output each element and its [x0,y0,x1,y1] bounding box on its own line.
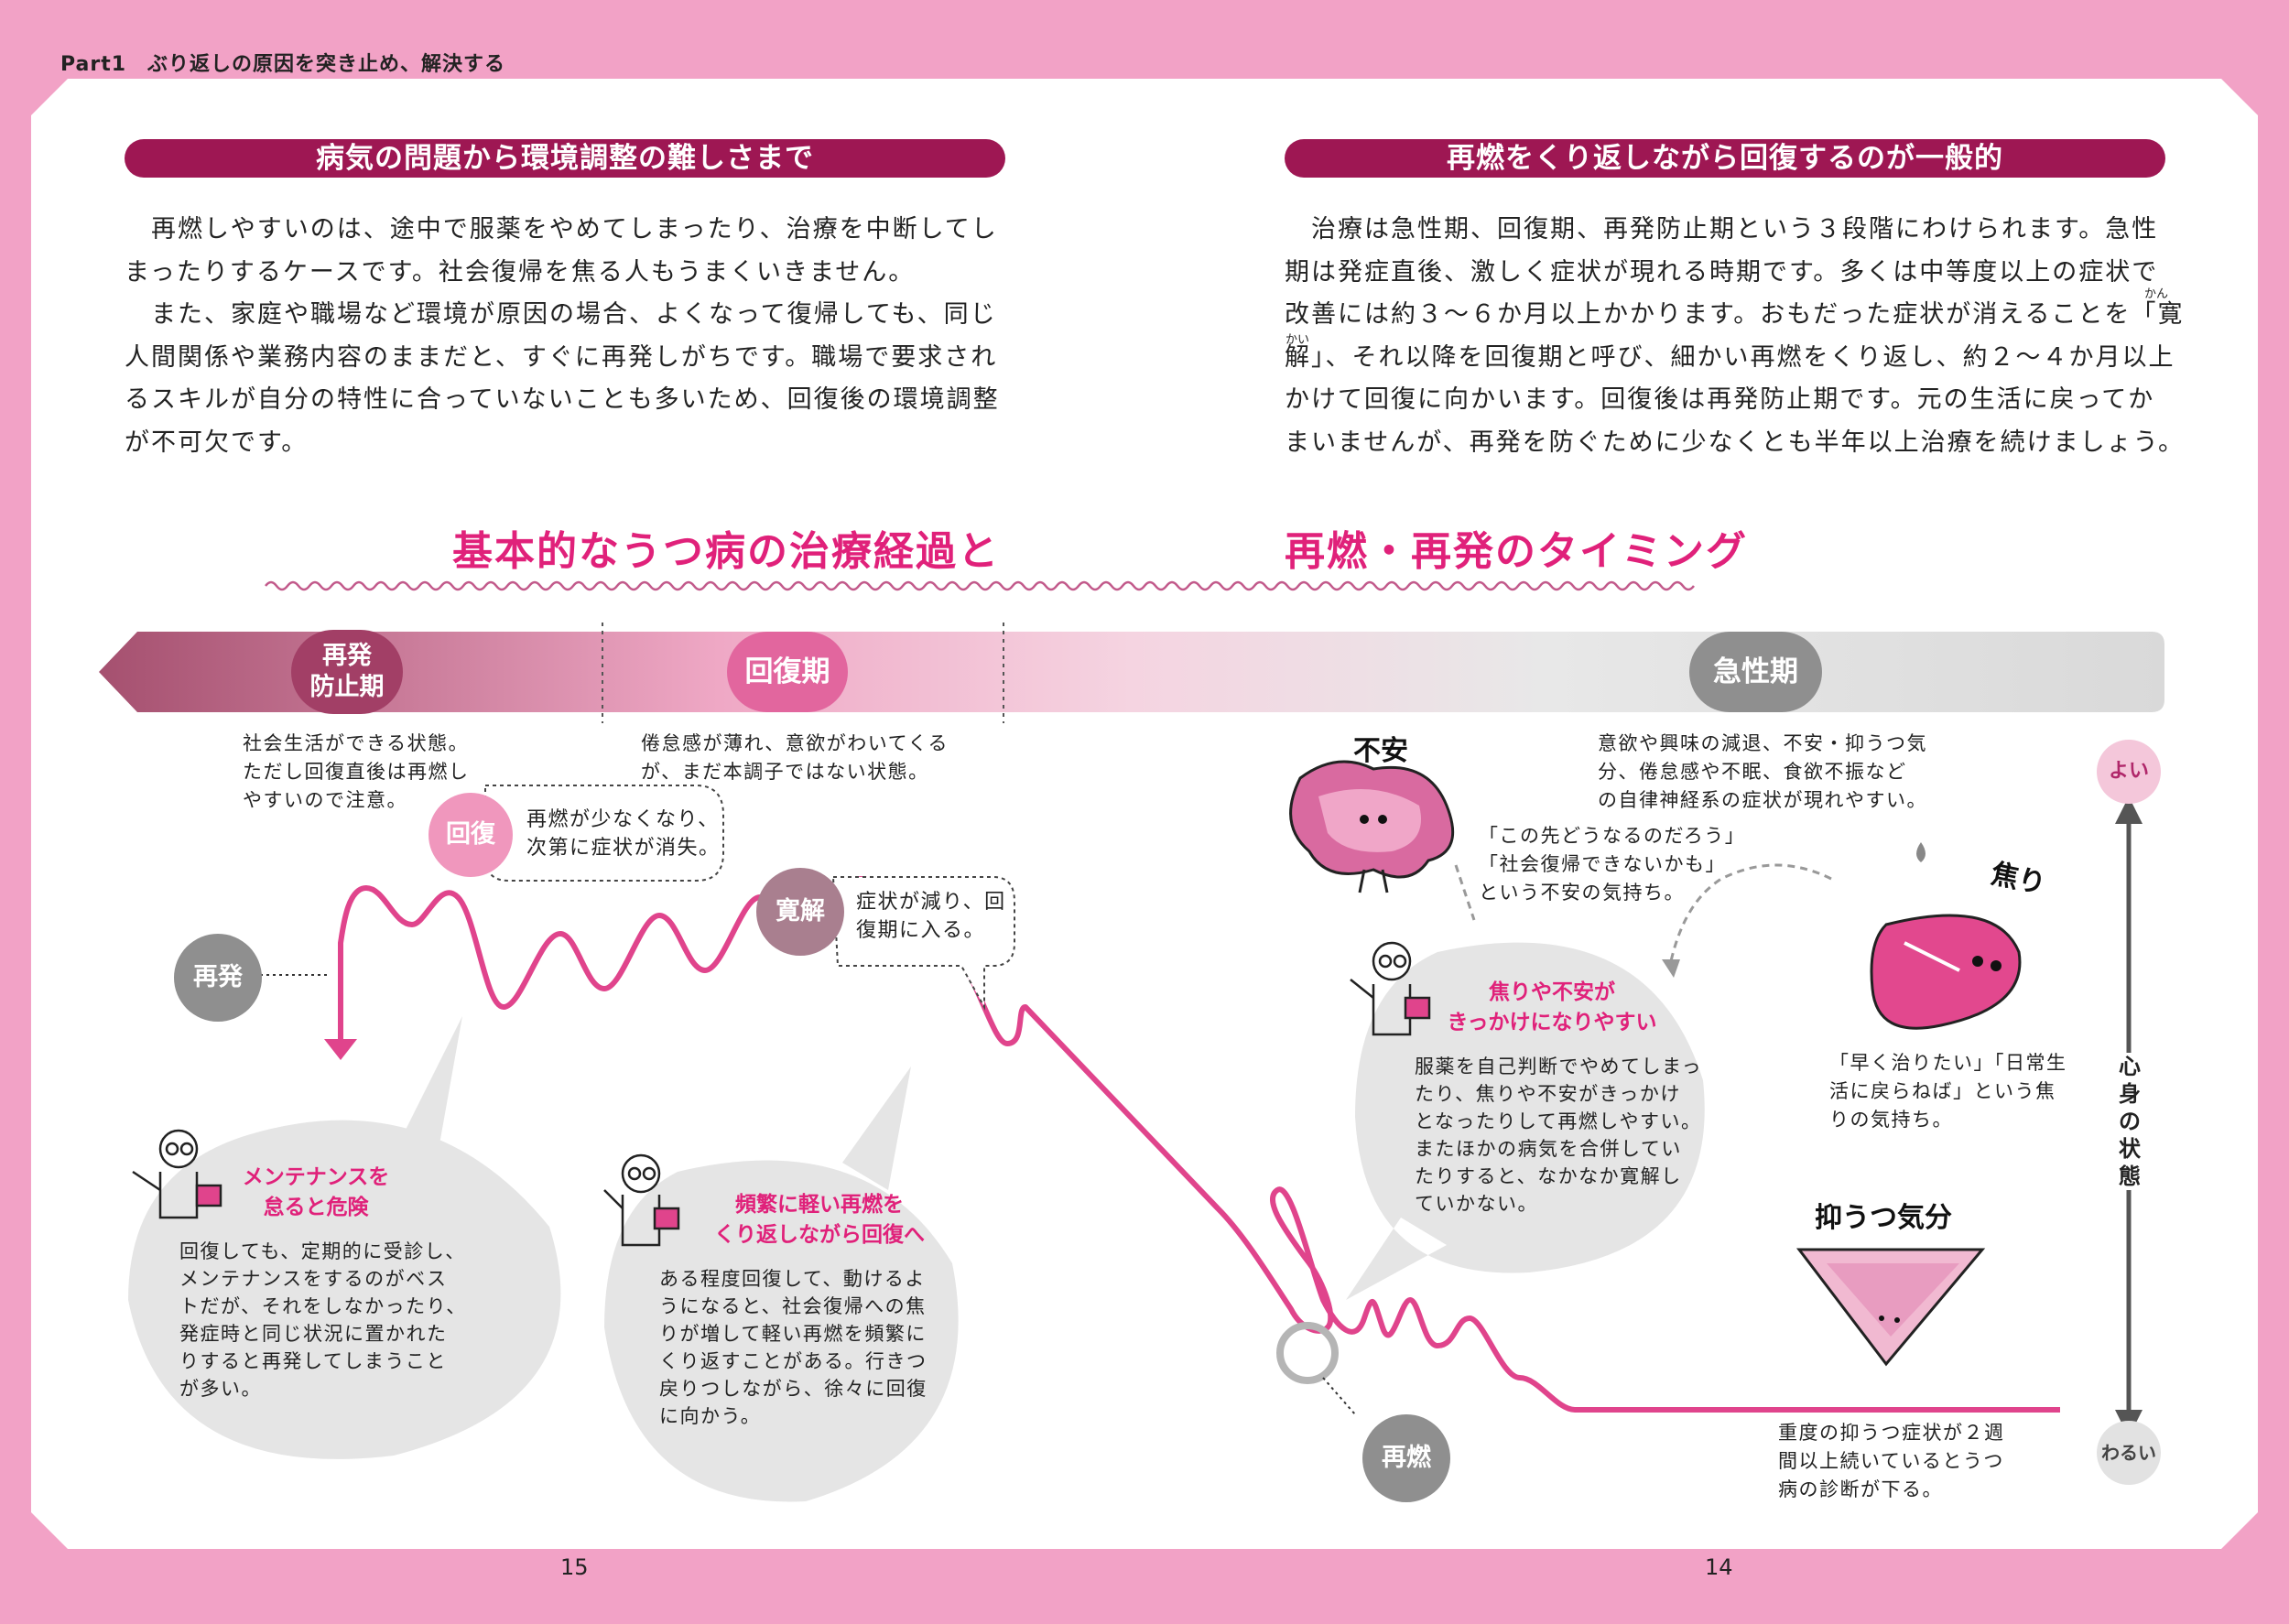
phase-label-relapse-prevention: 再発 防止期 [291,630,403,714]
timeline-arrow [99,632,2164,712]
event-label-recovery: 回復 [429,793,513,877]
bubble-3-body: 服薬を自己判断でやめてしまっ たり、焦りや不安がきっかけ となったりして再燃しや… [1415,1056,1703,1215]
wavy-divider [265,580,1695,591]
mood-impatience-desc: 「早く治りたい」「日常生 活に戻らねば」という焦 りの気持ち。 [1829,1052,2067,1131]
phase-desc-recovery: 倦怠感が薄れ、意欲がわいてくる が、まだ本調子ではない状態。 [641,732,949,783]
event-label-flare: 再燃 [1362,1414,1450,1502]
doctor-figure-1 [132,1129,222,1219]
phase-label-acute: 急性期 [1689,632,1822,712]
phase-desc-acute: 意欲や興味の減退、不安・抑うつ気 分、倦怠感や不眠、食欲不振など の自律神経系の… [1598,732,1927,811]
left-section-body: 再燃しやすいのは、途中で服薬をやめてしまったり、治療を中断してし まったりするケ… [125,215,1000,457]
bubble-1-body: 回復しても、定期的に受診し、 メンテナンスをするのがベス トだが、それをしなかっ… [179,1240,467,1400]
kankai-bubble-outline [831,876,1015,1011]
phase-desc-relapse-prevention: 社会生活ができる状態。 ただし回復直後は再燃し やすいので注意。 [243,732,470,811]
doctor-figure-3 [1350,941,1431,1036]
event-desc-remission: 症状が減り、回 復期に入る。 [856,891,1006,942]
diagram-title-left: 基本的なうつ病の治療経過と [452,528,1000,575]
right-section-heading: 再燃をくり返しながら回復するのが一般的 [1285,139,2165,178]
depression-character [1795,1248,1986,1367]
bubble-2-headline: 頻繁に軽い再燃を くり返しながら回復へ [714,1193,925,1247]
axis-title: 心身の状態 [2117,1053,2143,1190]
event-label-remission: 寛解 [756,868,844,956]
doctor-figure-2 [603,1153,680,1247]
event-label-relapse: 再発 [174,934,262,1022]
anxiety-character [1289,760,1455,893]
diagram-title-right: 再燃・再発のタイミング [1285,528,1748,575]
phase-label-recovery: 回復期 [727,632,848,712]
event-desc-recovery: 再燃が少なくなり、 次第に症状が消失。 [526,808,721,860]
mood-anxiety-desc: 「この先どうなるのだろう」 「社会復帰できないかも」 という不安の気持ち。 [1479,825,1746,904]
ruby-kai: かい [1286,333,1310,347]
right-section-body: 治療は急性期、回復期、再発防止期という３段階にわけられます。急性 期は発症直後、… [1285,215,2186,457]
page-number-right: 14 [1705,1554,1733,1580]
running-header: Part1 ぶり返しの原因を突き止め、解決する [60,53,506,76]
bubble-2-body: ある程度回復して、動けるよ うになると、社会復帰への焦 りが増して軽い再燃を頻繁… [659,1268,928,1427]
axis-top-label: よい [2097,740,2161,804]
mood-depression-title: 抑うつ気分 [1815,1202,1952,1234]
bubble-1-headline: メンテナンスを 怠ると危険 [242,1165,390,1219]
impatience-character [1870,842,2022,1030]
mood-anxiety-title: 不安 [1353,735,1408,767]
mood-depression-desc: 重度の抑うつ症状が２週 間以上続いているとうつ 病の診断が下る。 [1778,1422,2005,1500]
left-section-heading: 病気の問題から環境調整の難しさまで [125,139,1005,178]
kaifuku-bubble-outline [484,785,724,882]
ruby-kan: かん [2144,287,2169,301]
page-number-left: 15 [560,1554,589,1580]
axis-bottom-label: わるい [2097,1421,2161,1485]
bubble-3-headline: 焦りや不安が きっかけになりやすい [1447,980,1657,1034]
